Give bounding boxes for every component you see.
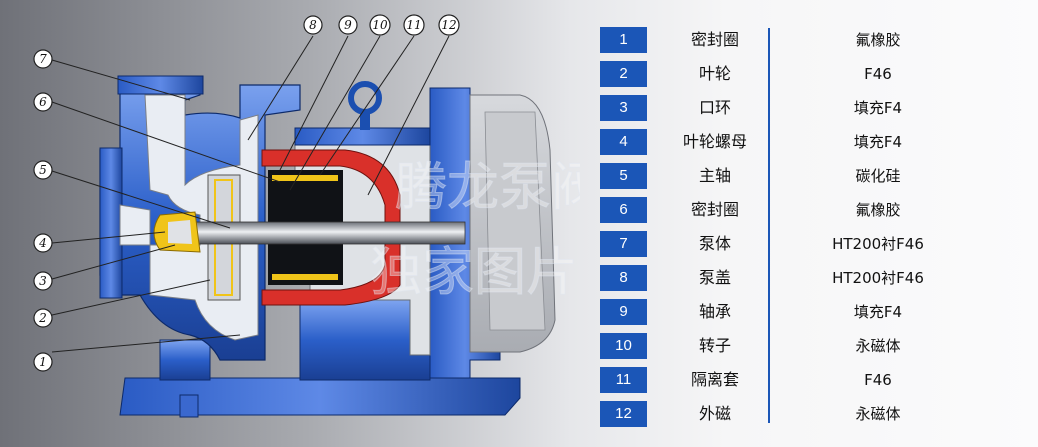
callout-11: 11	[406, 18, 421, 32]
part-number: 2	[600, 61, 647, 87]
callout-10: 10	[372, 18, 388, 32]
part-number: 6	[600, 197, 647, 223]
leader-lines	[51, 35, 450, 353]
parts-row: 4 叶轮螺母 填充F4	[600, 127, 1020, 157]
callout-8: 8	[309, 18, 317, 32]
part-material: 永磁体	[855, 337, 901, 355]
shaft	[153, 211, 466, 253]
callout-4: 4	[38, 236, 47, 250]
parts-row: 1 密封圈 氟橡胶	[600, 25, 1020, 55]
callout-2: 2	[38, 311, 47, 325]
part-name: 密封圈	[690, 30, 739, 49]
callouts: 1 2 3 4 5 6 7 8 9 10 11 12	[33, 14, 460, 372]
part-name: 叶轮螺母	[682, 132, 747, 151]
part-material: 永磁体	[855, 405, 901, 423]
parts-row: 9 轴承 填充F4	[600, 297, 1020, 327]
part-material: 碳化硅	[855, 167, 901, 185]
parts-row: 11 隔离套 F46	[600, 365, 1020, 395]
watermark: 腾龙泵阀 独家图片	[370, 158, 581, 304]
watermark-line-1: 腾龙泵阀	[395, 158, 580, 218]
part-number: 5	[600, 163, 647, 189]
parts-row: 7 泵体 HT200衬F46	[600, 229, 1020, 259]
callout-6: 6	[39, 95, 47, 109]
part-number: 4	[600, 129, 647, 155]
callout-1: 1	[39, 355, 47, 369]
part-number: 8	[600, 265, 647, 291]
part-material: 填充F4	[853, 133, 903, 151]
table-divider	[768, 28, 770, 423]
callout-5: 5	[39, 163, 47, 177]
part-name: 叶轮	[698, 64, 731, 83]
part-material: 氟橡胶	[855, 201, 901, 219]
parts-row: 5 主轴 碳化硅	[600, 161, 1020, 191]
part-material: 填充F4	[853, 99, 903, 117]
part-number: 10	[600, 333, 647, 359]
parts-row: 12 外磁 永磁体	[600, 399, 1020, 429]
part-material: HT200衬F46	[832, 235, 924, 253]
part-name: 隔离套	[690, 370, 739, 389]
callout-7: 7	[39, 52, 47, 66]
part-material: F46	[864, 65, 892, 83]
part-material: 填充F4	[853, 303, 903, 321]
pump-cross-section-diagram: 腾龙泵阀 独家图片 1 2 3 4 5 6 7 8 9 10 11 12	[33, 14, 581, 418]
watermark-line-2: 独家图片	[370, 243, 578, 303]
part-number: 12	[600, 401, 647, 427]
part-number: 9	[600, 299, 647, 325]
callout-9: 9	[344, 18, 352, 32]
part-number: 3	[600, 95, 647, 121]
part-material: F46	[864, 371, 892, 389]
isolation-sleeve	[261, 149, 401, 306]
part-name: 转子	[698, 336, 731, 355]
part-name: 密封圈	[690, 200, 739, 219]
parts-row: 10 转子 永磁体	[600, 331, 1020, 361]
part-number: 7	[600, 231, 647, 257]
parts-row: 2 叶轮 F46	[600, 59, 1020, 89]
part-name: 轴承	[698, 302, 731, 321]
parts-row: 6 密封圈 氟橡胶	[600, 195, 1020, 225]
part-name: 泵盖	[698, 268, 731, 287]
callout-12: 12	[441, 18, 456, 32]
part-number: 1	[600, 27, 647, 53]
callout-3: 3	[39, 274, 47, 288]
parts-row: 3 口环 填充F4	[600, 93, 1020, 123]
part-material: 氟橡胶	[855, 31, 901, 49]
part-name: 主轴	[698, 166, 731, 185]
part-number: 11	[600, 367, 647, 393]
part-name: 口环	[698, 98, 731, 117]
part-name: 外磁	[698, 404, 731, 423]
part-material: HT200衬F46	[832, 269, 924, 287]
part-name: 泵体	[698, 234, 731, 253]
parts-row: 8 泵盖 HT200衬F46	[600, 263, 1020, 293]
